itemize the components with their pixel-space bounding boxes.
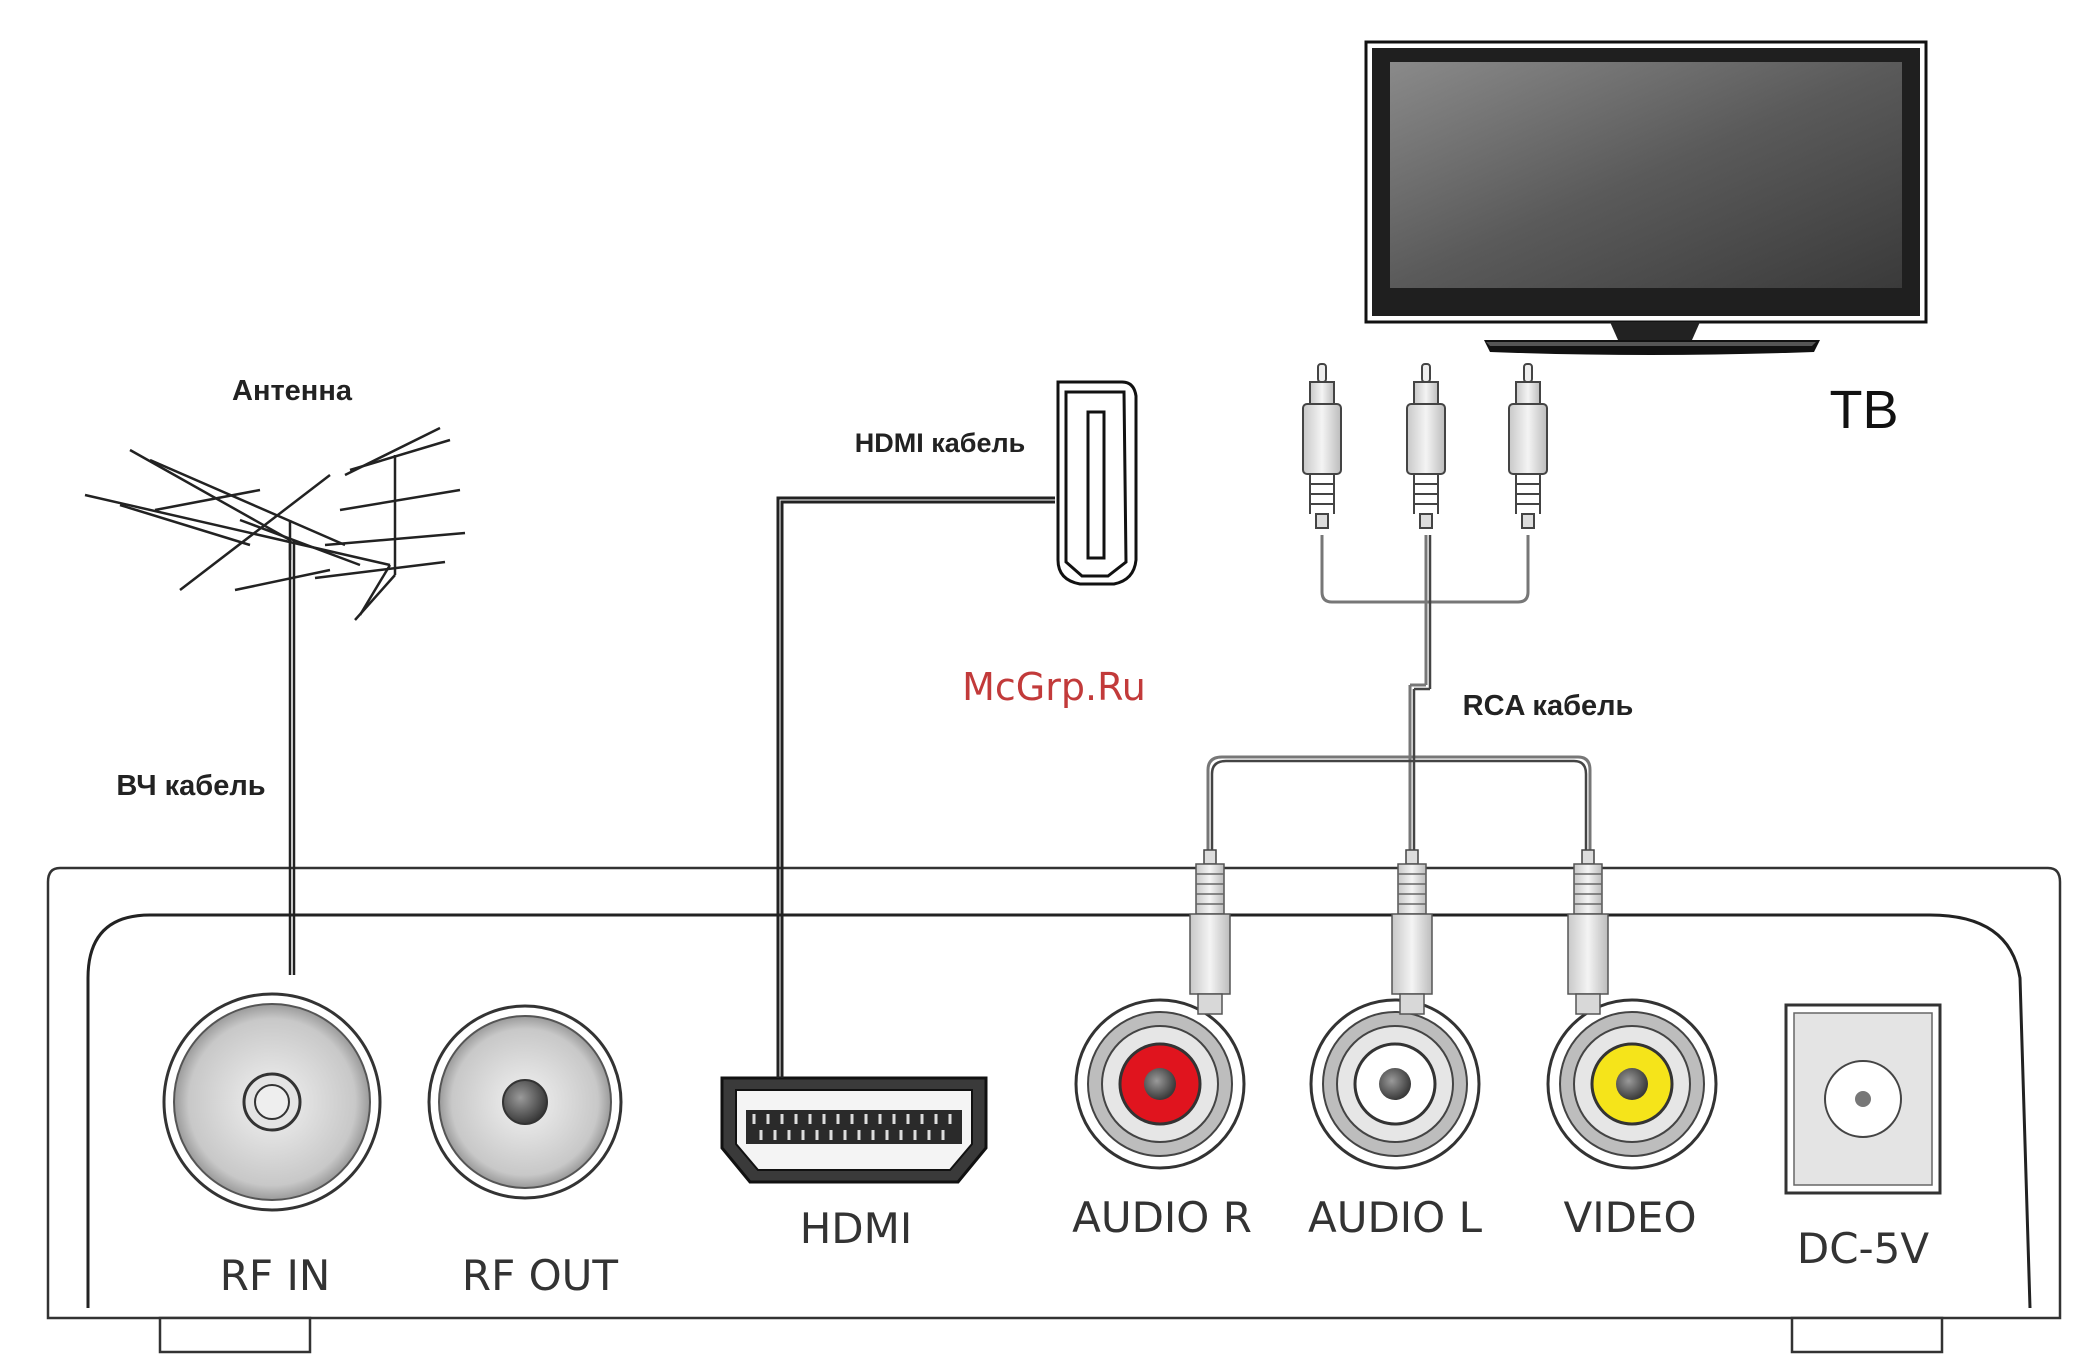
- dc-5v-port[interactable]: [1784, 1003, 1942, 1195]
- hdmi-port[interactable]: [720, 1076, 988, 1184]
- rca-plug-icon: [1302, 363, 1548, 529]
- rf-out-port[interactable]: [427, 1004, 623, 1200]
- rca-cable-dark: [1210, 535, 1588, 850]
- hdmi-label: HDMI: [800, 1204, 913, 1253]
- hdmi-cable-label: HDMI кабель: [855, 428, 1025, 458]
- rf-in-label: RF IN: [220, 1251, 331, 1300]
- dc-5v-label: DC-5V: [1797, 1224, 1930, 1273]
- antenna-icon: [84, 426, 466, 975]
- rf-out-label: RF OUT: [462, 1251, 618, 1300]
- audio-r-port[interactable]: [1074, 998, 1246, 1170]
- hdmi-plug-icon: [1056, 380, 1138, 586]
- hdmi-cable: [776, 496, 1055, 1078]
- antenna-label: Антенна: [232, 375, 353, 407]
- receiver-back-panel: [46, 866, 2062, 1354]
- tv-icon: [1364, 40, 1928, 355]
- watermark: McGrp.Ru: [962, 665, 1146, 709]
- audio-l-port[interactable]: [1309, 998, 1481, 1170]
- tv-label: ТВ: [1829, 380, 1898, 440]
- rf-in-port[interactable]: [162, 992, 382, 1212]
- rf-cable-label: ВЧ кабель: [116, 770, 265, 802]
- audio-l-label: AUDIO L: [1308, 1193, 1483, 1242]
- rca-cable-label: RCA кабель: [1463, 690, 1634, 722]
- video-port[interactable]: [1546, 998, 1718, 1170]
- rca-cable: [1206, 535, 1592, 850]
- video-label: VIDEO: [1563, 1193, 1696, 1242]
- audio-r-label: AUDIO R: [1072, 1193, 1252, 1242]
